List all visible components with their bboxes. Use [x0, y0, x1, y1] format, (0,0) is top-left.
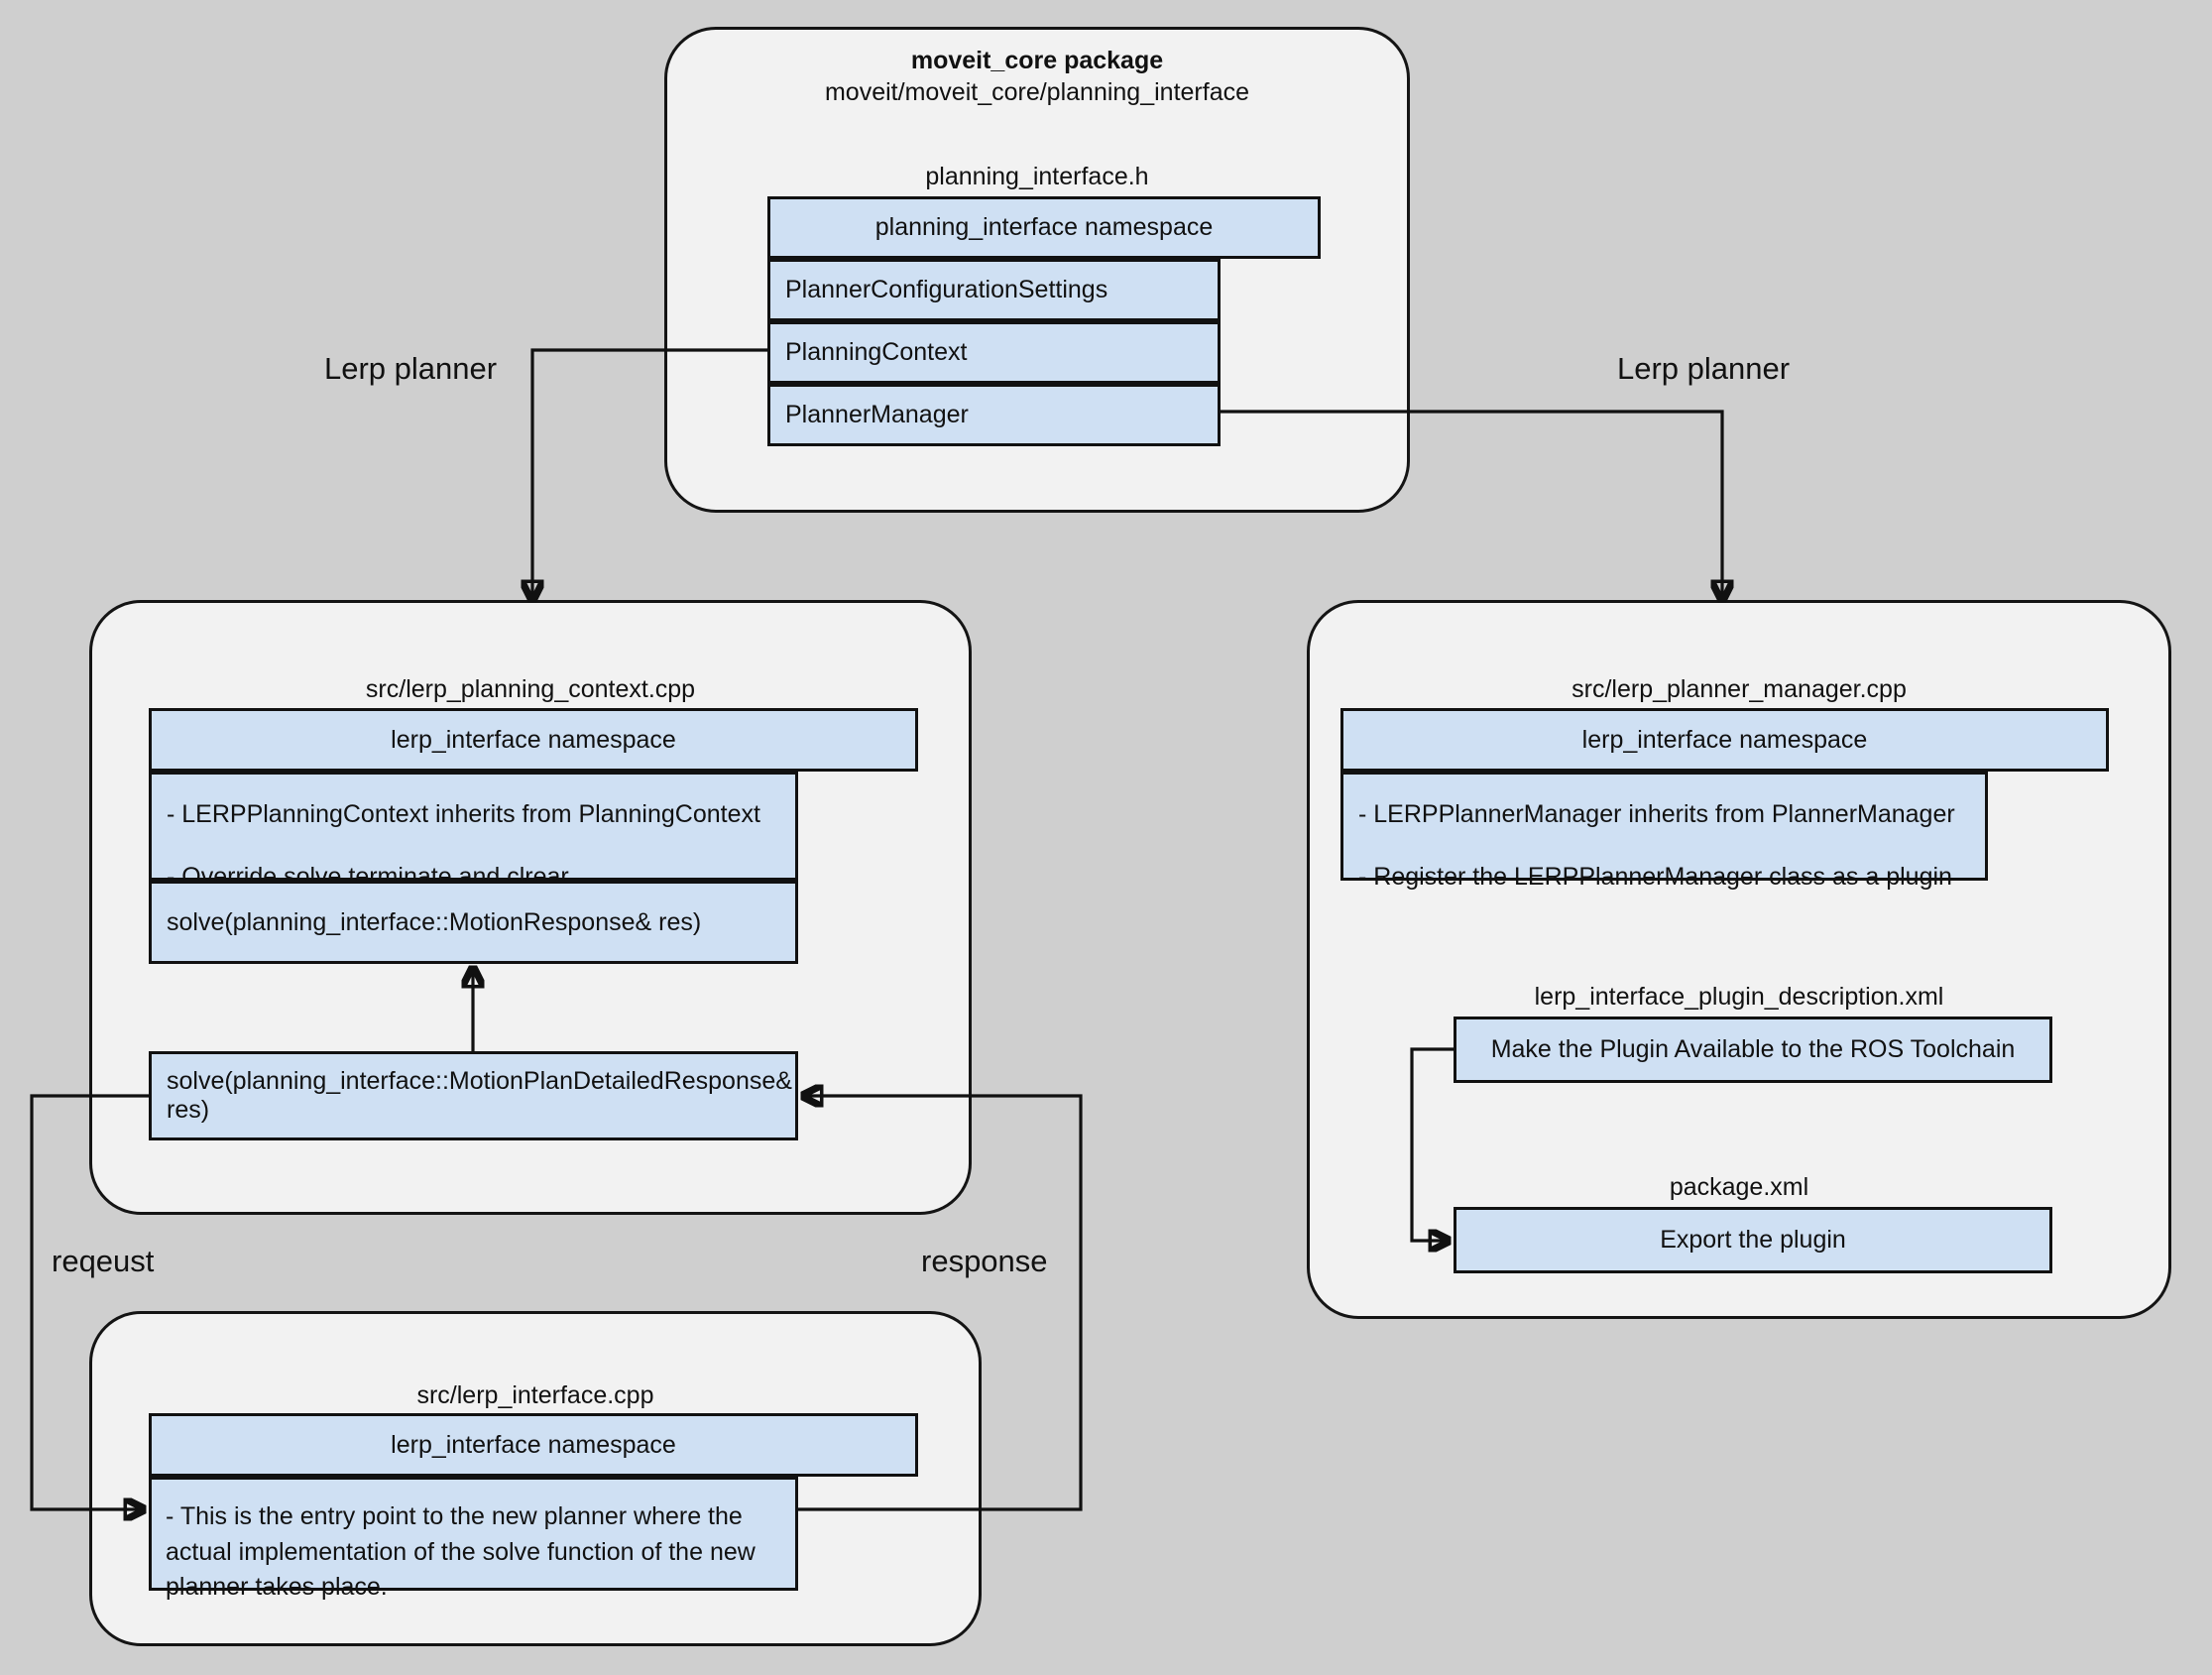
- edge-label-request: reqeust: [52, 1244, 155, 1278]
- edge-label-lerp-planner-right: Lerp planner: [1617, 351, 1791, 386]
- lerp-context-namespace-box: lerp_interface namespace: [149, 708, 918, 772]
- planning-interface-h-caption: planning_interface.h: [925, 163, 1149, 190]
- lerp-context-solve-detailed-box: solve(planning_interface::MotionPlanDeta…: [149, 1051, 798, 1140]
- lerp-manager-note-1: - Register the LERPPlannerManager class …: [1358, 862, 1952, 891]
- edge-label-response: response: [921, 1244, 1048, 1278]
- class-box-planner-configuration-settings: PlannerConfigurationSettings: [767, 259, 1221, 321]
- class-box-planner-manager: PlannerManager: [767, 384, 1221, 446]
- lerp-manager-note-0: - LERPPlannerManager inherits from Plann…: [1358, 800, 1955, 828]
- lerp-context-notes-box: - LERPPlanningContext inherits from Plan…: [149, 772, 798, 891]
- planning-interface-namespace-box: planning_interface namespace: [767, 196, 1321, 259]
- lerp-context-solve-box: solve(planning_interface::MotionResponse…: [149, 881, 798, 964]
- lerp-interface-note-box: - This is the entry point to the new pla…: [149, 1477, 798, 1601]
- lerp-planner-manager-file-caption: src/lerp_planner_manager.cpp: [1572, 675, 1907, 703]
- lerp-manager-notes-box: - LERPPlannerManager inherits from Plann…: [1340, 772, 1988, 891]
- edge-label-lerp-planner-left: Lerp planner: [324, 351, 498, 386]
- moveit-core-title: moveit_core package: [910, 47, 1164, 74]
- lerp-manager-namespace-box: lerp_interface namespace: [1340, 708, 2109, 772]
- class-box-planning-context: PlanningContext: [767, 321, 1221, 384]
- plugin-available-box: Make the Plugin Available to the ROS Too…: [1454, 1017, 2052, 1083]
- package-xml-caption: package.xml: [1669, 1173, 1809, 1201]
- lerp-interface-namespace-box: lerp_interface namespace: [149, 1413, 918, 1477]
- plugin-description-xml-caption: lerp_interface_plugin_description.xml: [1534, 983, 1944, 1011]
- lerp-interface-file-caption: src/lerp_interface.cpp: [416, 1381, 654, 1409]
- lerp-planning-context-file-caption: src/lerp_planning_context.cpp: [365, 675, 696, 703]
- export-plugin-box: Export the plugin: [1454, 1207, 2052, 1273]
- lerp-context-note-0: - LERPPlanningContext inherits from Plan…: [167, 800, 760, 828]
- moveit-core-subtitle: moveit/moveit_core/planning_interface: [824, 78, 1249, 106]
